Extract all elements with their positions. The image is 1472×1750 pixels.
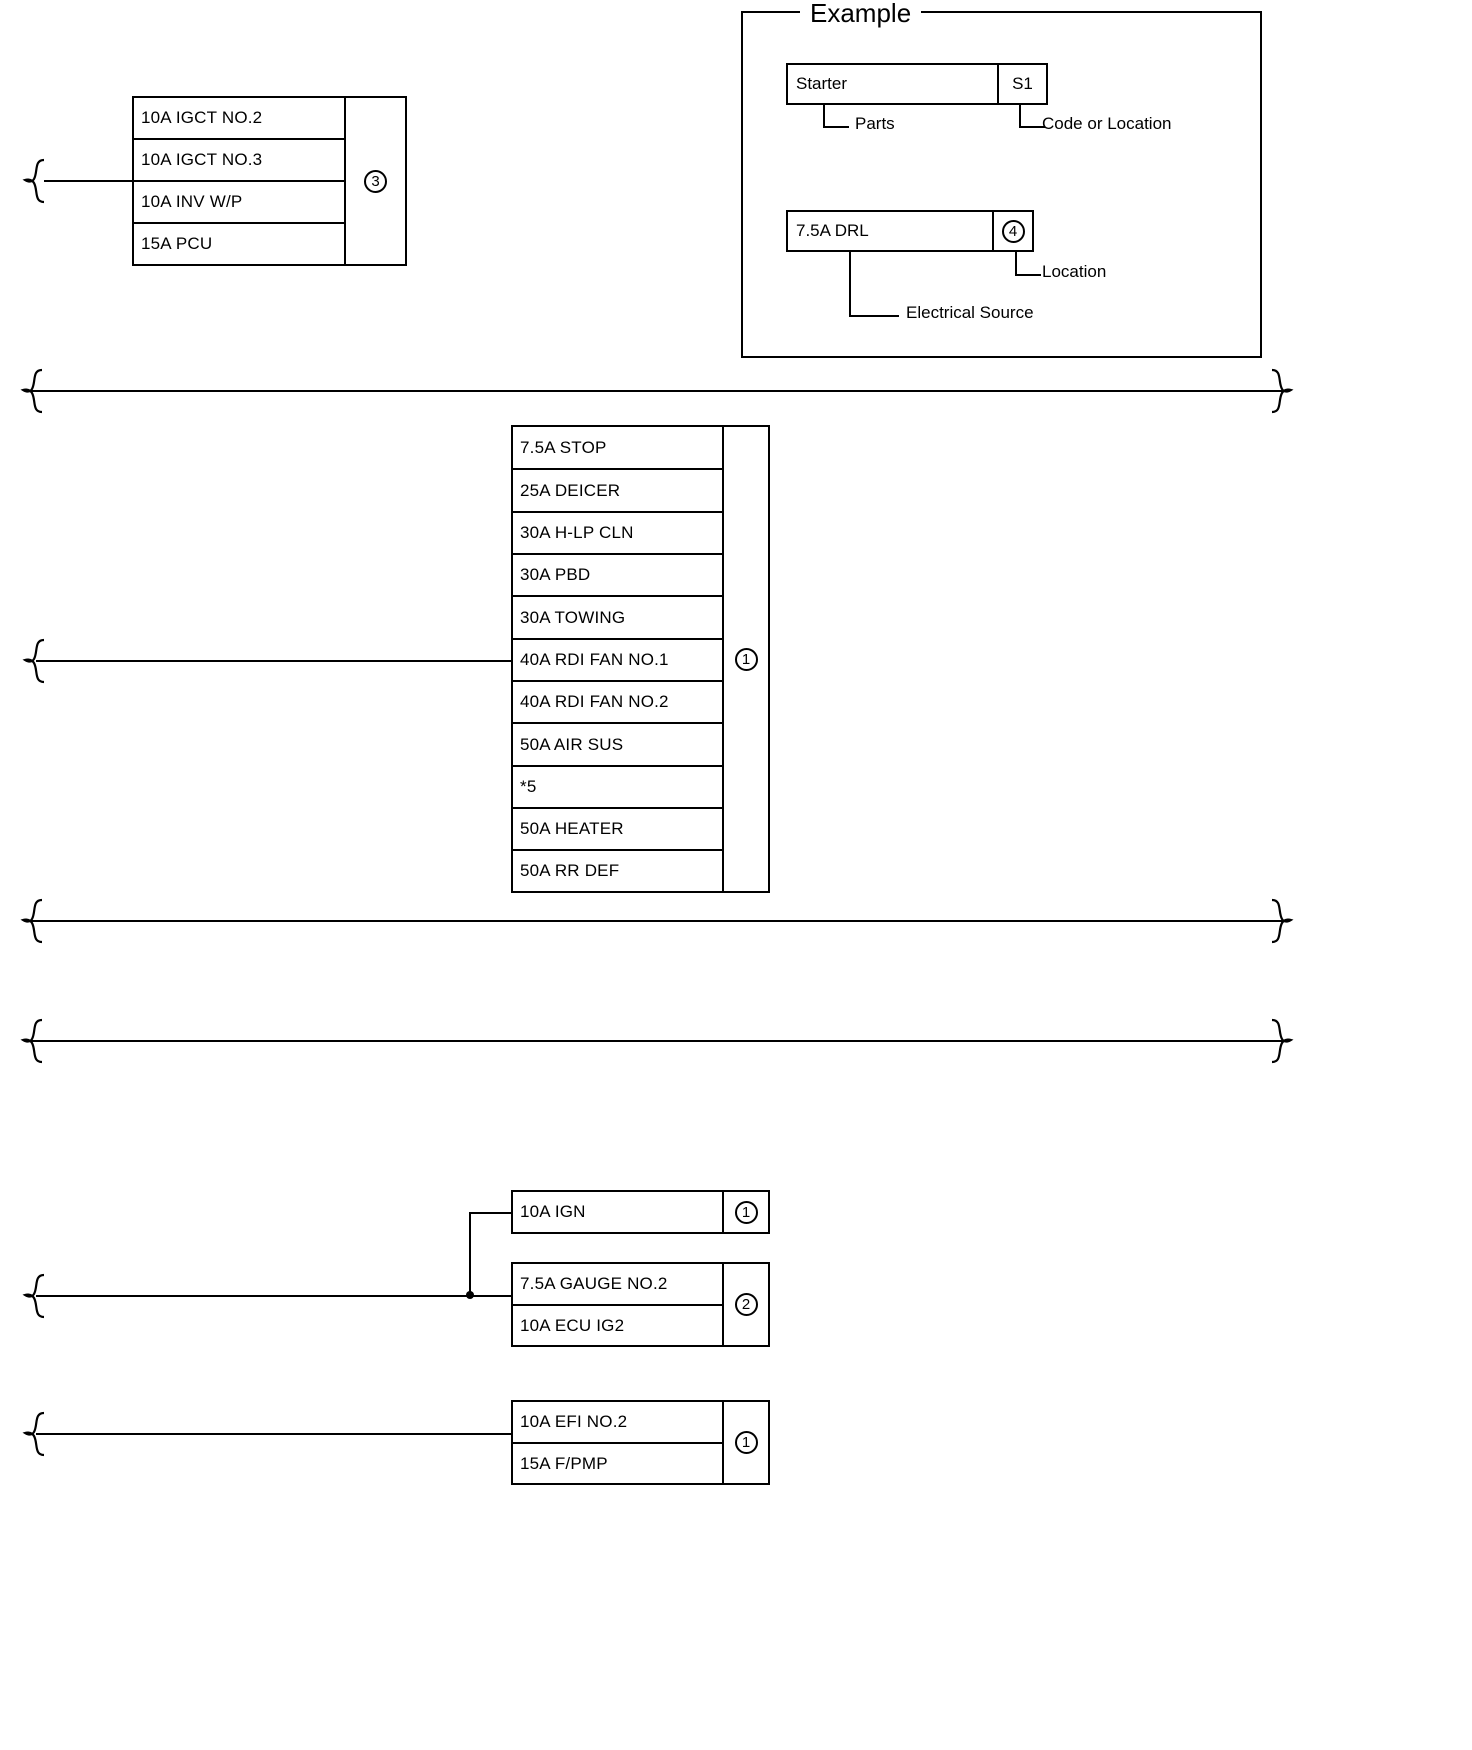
fuse-row[interactable]: 10A INV W/P	[134, 182, 346, 224]
fuse-row[interactable]: 7.5A STOP	[513, 427, 724, 470]
fuse-row[interactable]: 10A ECU IG2	[513, 1306, 724, 1345]
main-feed-line	[36, 660, 513, 662]
fuse-row[interactable]: 10A IGCT NO.2	[134, 98, 346, 140]
junction-dot	[466, 1291, 474, 1299]
fuse-row[interactable]: 40A RDI FAN NO.2	[513, 682, 724, 724]
parts-callout-hline	[823, 126, 849, 128]
example-parts-cell: Starter	[796, 74, 848, 93]
connector-brace-bus2-right	[1270, 898, 1296, 944]
bus-line-3	[30, 1040, 1282, 1042]
fuse-block-igct-code: 3	[344, 96, 407, 266]
connector-brace-igct	[20, 158, 46, 204]
fuse-row[interactable]: 50A AIR SUS	[513, 724, 724, 767]
fuse-row[interactable]: 40A RDI FAN NO.1	[513, 640, 724, 682]
fuse-row[interactable]: 30A TOWING	[513, 597, 724, 640]
efi-code-circle: 1	[734, 1431, 758, 1454]
fuse-row[interactable]: 10A IGN	[513, 1192, 724, 1232]
fuse-row[interactable]: 15A PCU	[134, 224, 346, 264]
connector-brace-gauge	[20, 1273, 46, 1319]
connector-brace-bus3-right	[1270, 1018, 1296, 1064]
fuse-block-igct: 10A IGCT NO.2 10A IGCT NO.3 10A INV W/P …	[132, 96, 407, 266]
example-source-cell: 7.5A DRL	[796, 221, 869, 240]
connector-brace-bus1-left	[18, 368, 44, 414]
fuse-row[interactable]: 10A IGCT NO.3	[134, 140, 346, 182]
fuse-row[interactable]: 10A EFI NO.2	[513, 1402, 724, 1444]
bus-line-2	[30, 920, 1282, 922]
source-callout-vline	[849, 252, 851, 317]
parts-callout-vline	[823, 105, 825, 127]
fuse-block-ign-code: 1	[722, 1190, 770, 1234]
connector-brace-bus2-left	[18, 898, 44, 944]
source-callout-label: Electrical Source	[906, 303, 1034, 322]
efi-feed-line	[36, 1433, 513, 1435]
example-code-cell: S1	[997, 65, 1046, 103]
connector-brace-efi	[20, 1411, 46, 1457]
connector-brace-bus1-right	[1270, 368, 1296, 414]
gauge-code-circle: 2	[734, 1293, 758, 1316]
fuse-block-main: 7.5A STOP 25A DEICER 30A H-LP CLN 30A PB…	[511, 425, 770, 893]
example-row-parts: Starter S1	[786, 63, 1048, 105]
fuse-block-gauge-code: 2	[722, 1262, 770, 1347]
bus-line-1	[30, 390, 1282, 392]
fuse-row[interactable]: 25A DEICER	[513, 470, 724, 513]
igct-feed-line	[44, 180, 134, 182]
fuse-row[interactable]: 50A RR DEF	[513, 851, 724, 891]
ign-code-circle: 1	[734, 1200, 758, 1224]
igct-code-circle: 3	[364, 169, 387, 193]
example-row-source: 7.5A DRL 4	[786, 210, 1034, 252]
location-code-circle: 4	[1001, 219, 1025, 243]
fuse-block-efi-code: 1	[722, 1400, 770, 1485]
ign-branch-vline	[469, 1212, 471, 1297]
fuse-row[interactable]: 15A F/PMP	[513, 1444, 724, 1483]
fuse-row[interactable]: 30A PBD	[513, 555, 724, 597]
fuse-block-main-code: 1	[722, 425, 770, 893]
main-code-circle: 1	[734, 647, 758, 671]
fuse-row[interactable]: *5	[513, 767, 724, 809]
code-callout-label: Code or Location	[1042, 114, 1172, 133]
connector-brace-bus3-left	[18, 1018, 44, 1064]
fuse-row[interactable]: 7.5A GAUGE NO.2	[513, 1264, 724, 1306]
example-title: Example	[800, 0, 922, 26]
fuse-row[interactable]: 50A HEATER	[513, 809, 724, 851]
connector-brace-main	[20, 638, 46, 684]
source-callout-hline	[849, 315, 899, 317]
gauge-feed-line	[36, 1295, 513, 1297]
ign-branch-hline	[469, 1212, 513, 1214]
location-callout-vline	[1015, 252, 1017, 276]
parts-callout-label: Parts	[855, 114, 895, 133]
location-callout-hline	[1015, 274, 1041, 276]
fuse-row[interactable]: 30A H-LP CLN	[513, 513, 724, 555]
code-callout-hline	[1019, 126, 1045, 128]
example-location-cell: 4	[992, 212, 1032, 250]
code-callout-vline	[1019, 105, 1021, 127]
location-callout-label: Location	[1042, 262, 1107, 281]
